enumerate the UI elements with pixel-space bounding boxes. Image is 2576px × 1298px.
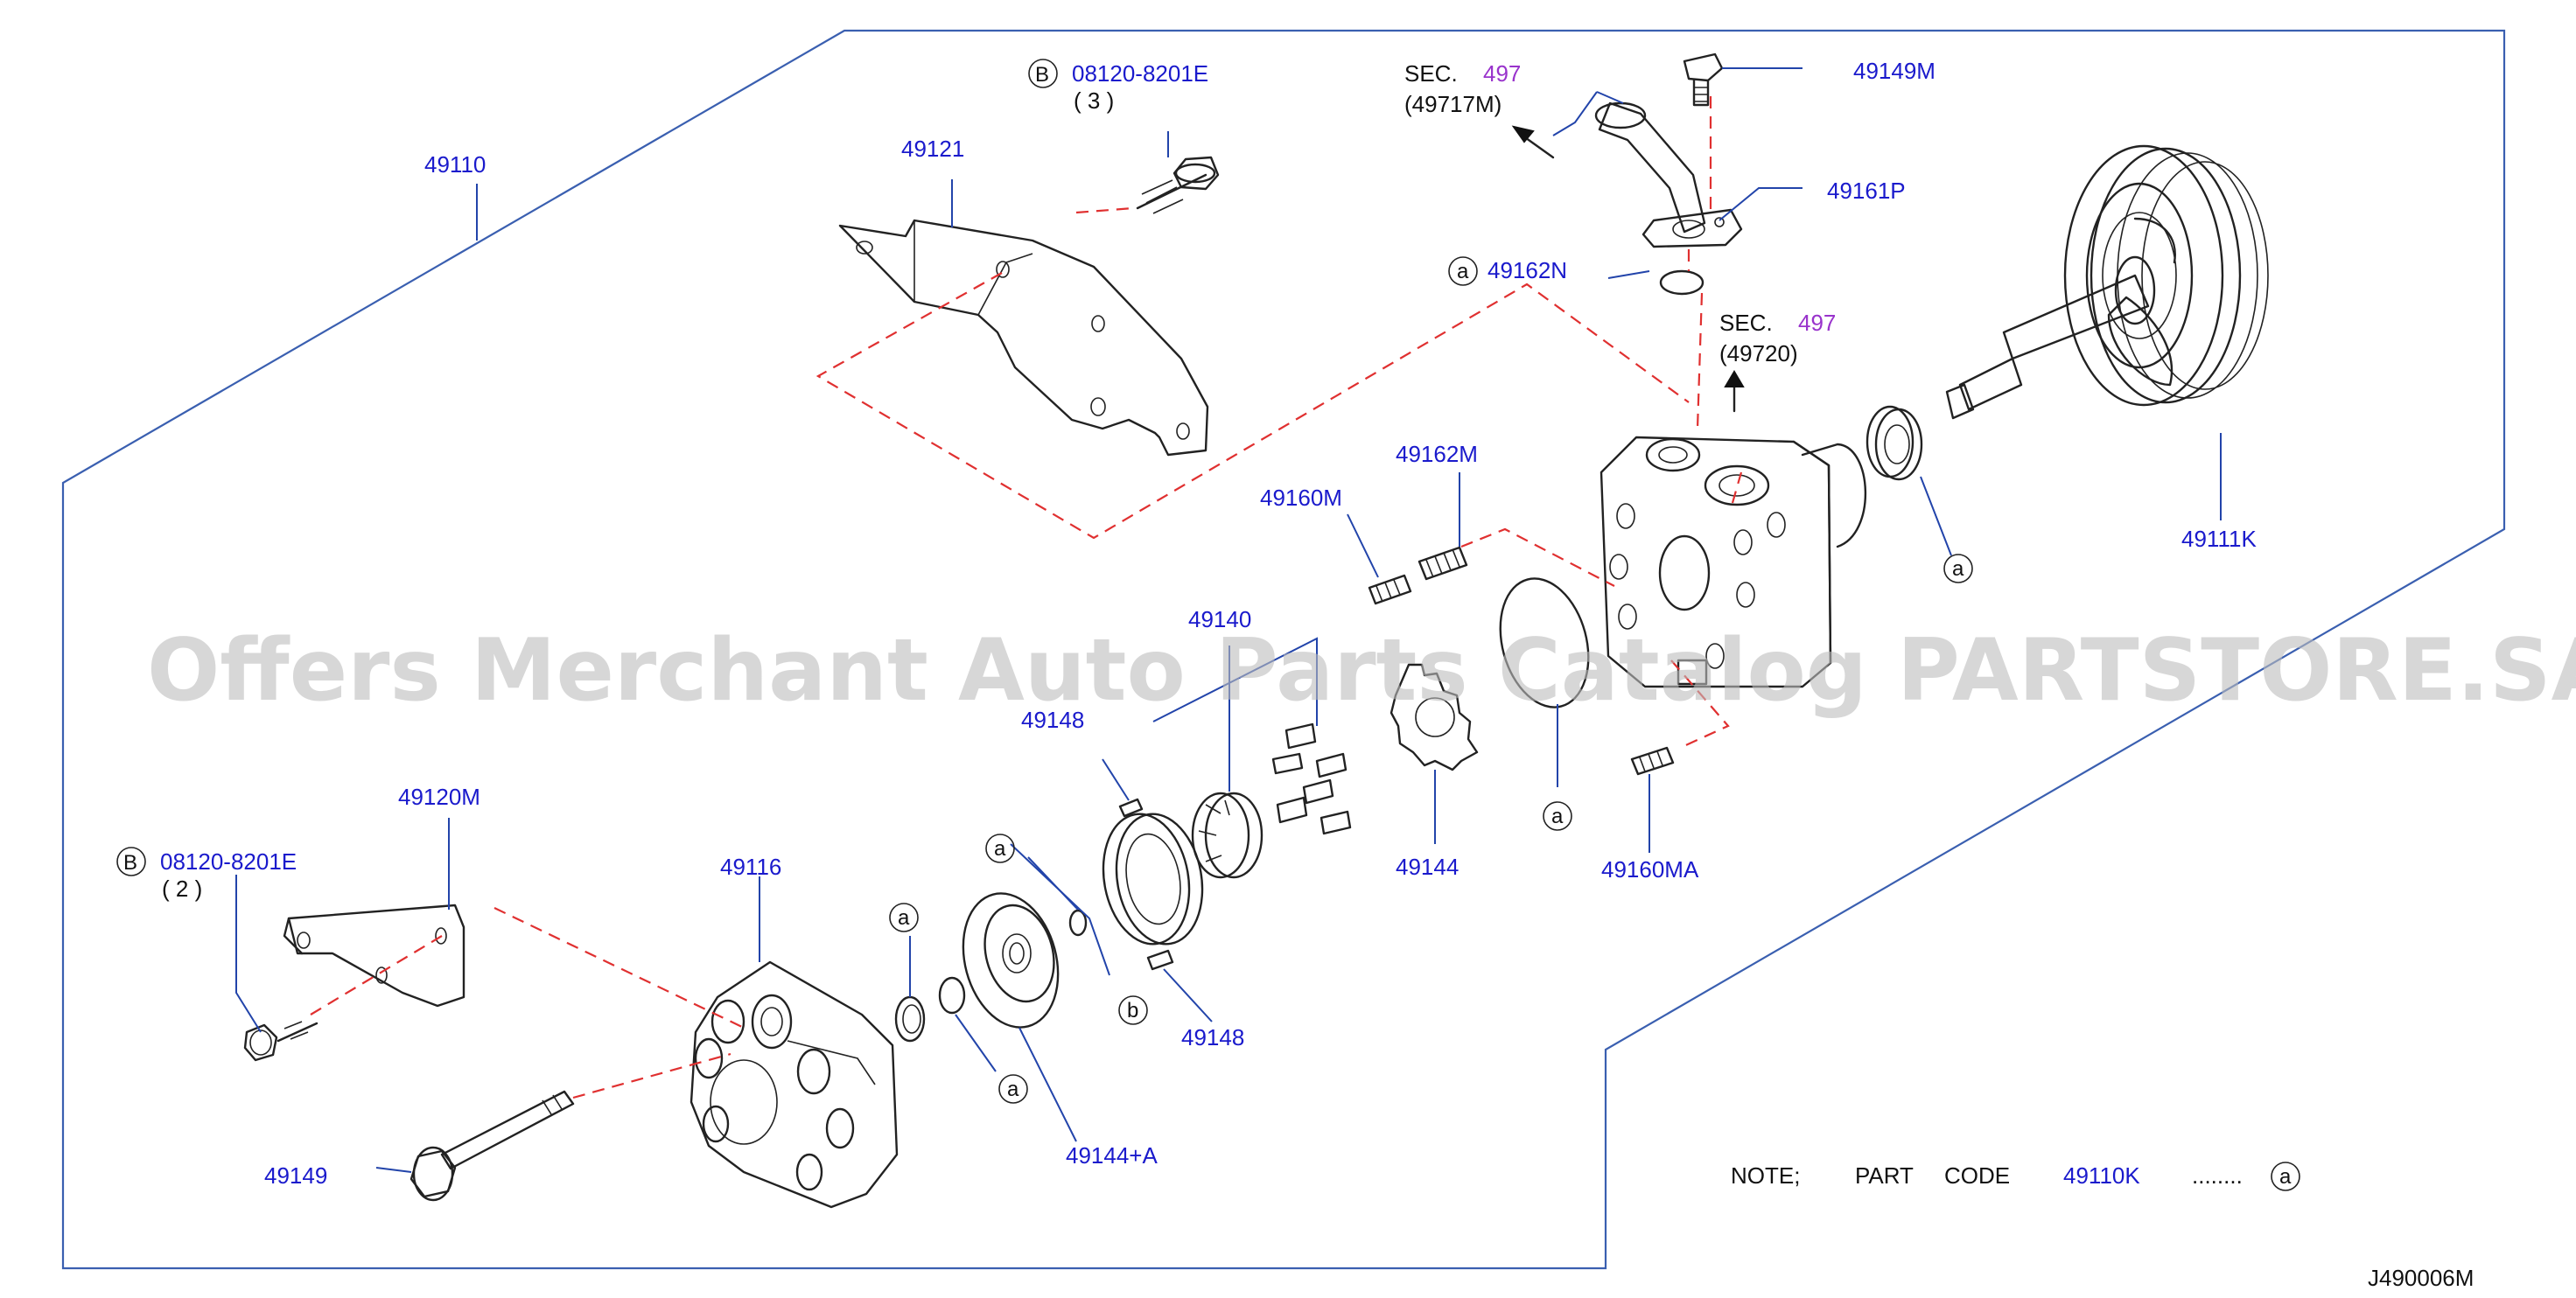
spring-49160M[interactable] (1368, 574, 1412, 605)
label-leaders (235, 67, 2222, 1173)
callout-a-seal-ring (889, 903, 919, 932)
pump-rear-housing[interactable] (1600, 436, 1867, 688)
label-49110: 49110 (424, 151, 486, 178)
sec-top-label: SEC. (1404, 60, 1458, 87)
callout-a-pin (985, 834, 1015, 863)
diagram-id: J490006M (2368, 1265, 2474, 1291)
bracket-49121[interactable] (838, 219, 1209, 457)
callout-a-oring (1543, 801, 1572, 831)
cam-ring[interactable] (1094, 807, 1213, 951)
callout-B-top-text: B (1035, 63, 1049, 87)
callout-a-pin-text: a (994, 837, 1006, 861)
label-49162M: 49162M (1396, 441, 1478, 467)
label-bolt-left-code: 08120-8201E (160, 848, 297, 875)
sec-mid-label: SEC. (1719, 310, 1773, 336)
bolt-08120-8201E-top[interactable] (1136, 156, 1220, 214)
sec-top-number[interactable]: 497 (1483, 60, 1521, 87)
arrow-head-top (1511, 125, 1535, 143)
label-49140: 49140 (1188, 606, 1251, 632)
callout-B-left (116, 847, 146, 876)
label-49121: 49121 (901, 136, 964, 162)
dashed-alignment-lines (310, 96, 1743, 1099)
vanes-49140[interactable] (1271, 722, 1352, 835)
bolt-49149[interactable] (410, 1090, 575, 1202)
sec-mid-number[interactable]: 497 (1798, 310, 1836, 336)
note-label: NOTE; (1731, 1162, 1800, 1189)
oring-49162N[interactable] (1659, 269, 1704, 296)
assembly-frame (61, 29, 2506, 1270)
rotor[interactable] (1191, 792, 1264, 879)
callout-a-seal-text: a (1952, 557, 1964, 581)
oring-large[interactable] (1487, 569, 1602, 717)
note-code: CODE (1944, 1162, 2010, 1189)
label-49149M: 49149M (1853, 58, 1936, 84)
spring-49162M[interactable] (1418, 546, 1468, 581)
label-49144: 49144 (1396, 854, 1459, 880)
note-part-number: 49110K (2063, 1162, 2140, 1189)
side-plate-49144A[interactable] (949, 883, 1073, 1038)
callout-a-small-oring-text: a (1007, 1078, 1019, 1101)
watermark: Offers Merchant Auto Parts Catalog PARTS… (147, 621, 2576, 721)
pulley-shaft-49111K[interactable] (1945, 144, 2269, 420)
dowel-pin-49148-bottom[interactable] (1146, 949, 1174, 971)
callout-a-oring-text: a (1551, 805, 1564, 828)
callout-B-top (1028, 59, 1058, 88)
callout-a-small-oring (998, 1074, 1028, 1104)
oil-seal[interactable] (1866, 405, 1923, 481)
label-49160M: 49160M (1260, 485, 1342, 511)
dowel-pin-49148-top[interactable] (1118, 798, 1144, 818)
cam-plate-49144[interactable] (1390, 663, 1479, 771)
callout-b-oring (1118, 995, 1148, 1025)
sec-mid-reference: (49720) (1719, 340, 1798, 366)
callout-a-note-text: a (2279, 1165, 2292, 1189)
label-bolt-top-code: 08120-8201E (1072, 60, 1208, 87)
label-bolt-left-qty: ( 2 ) (162, 876, 202, 902)
label-49161P: 49161P (1827, 178, 1906, 204)
oring-b[interactable] (1068, 909, 1088, 937)
callout-a-49162N (1448, 256, 1478, 286)
callout-B-left-text: B (123, 851, 137, 875)
pipe-fitting-49161P[interactable] (1594, 101, 1743, 248)
label-49149: 49149 (264, 1162, 327, 1189)
label-49160MA: 49160MA (1601, 856, 1699, 883)
arrow-head-mid (1724, 370, 1745, 387)
front-housing-49116[interactable] (690, 960, 899, 1209)
label-49148-top: 49148 (1021, 707, 1084, 733)
note-dots: ........ (2192, 1162, 2243, 1189)
spring-49160MA[interactable] (1630, 746, 1675, 776)
label-49148-bottom: 49148 (1181, 1024, 1244, 1050)
note-part: PART (1855, 1162, 1914, 1189)
sec-top-reference: (49717M) (1404, 91, 1502, 117)
label-49116: 49116 (720, 854, 781, 880)
bolt-49149M[interactable] (1683, 52, 1724, 107)
bolt-08120-8201E-left[interactable] (243, 1021, 318, 1062)
callout-a-seal-ring-text: a (898, 906, 910, 930)
label-49111K: 49111K (2181, 526, 2257, 552)
oring-small-a[interactable] (938, 976, 966, 1015)
label-49144A: 49144+A (1066, 1142, 1158, 1169)
callout-b-oring-text: b (1127, 999, 1138, 1022)
callout-a-49162N-text: a (1457, 260, 1469, 283)
label-49162N: 49162N (1488, 257, 1567, 283)
arrow-to-sec-497-top (1521, 134, 1555, 159)
seal-ring[interactable] (894, 995, 926, 1043)
label-49120M: 49120M (398, 784, 480, 810)
bracket-49120M[interactable] (283, 904, 466, 1008)
callout-a-seal (1943, 554, 1973, 583)
callout-a-note (2271, 1162, 2300, 1191)
label-bolt-top-qty: ( 3 ) (1074, 87, 1114, 114)
